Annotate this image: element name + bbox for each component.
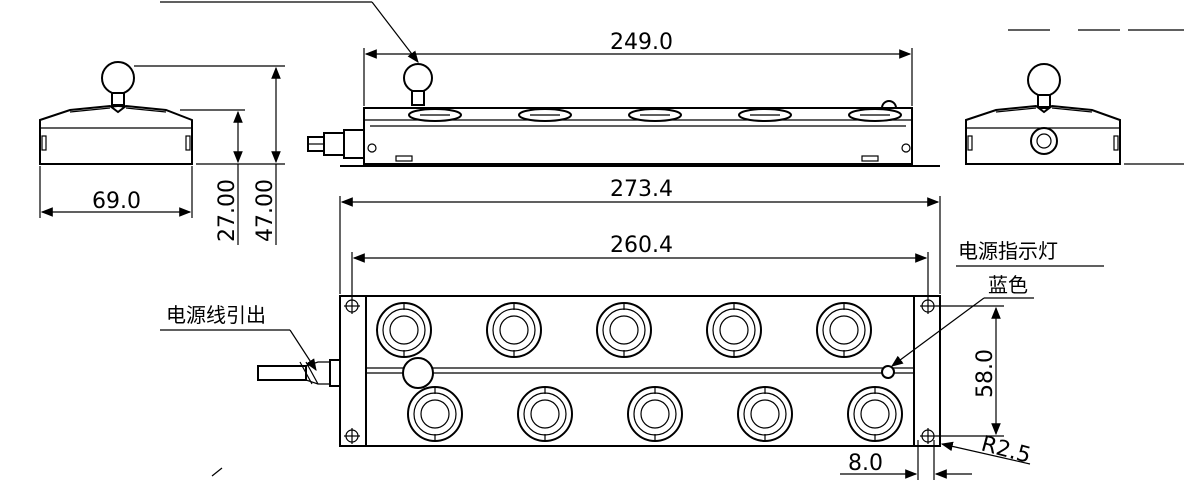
dim-depth: 58.0	[936, 305, 1004, 437]
power-cable	[257, 359, 341, 387]
button-knob	[486, 302, 542, 358]
button-knob	[627, 386, 683, 442]
dim-body-height: 27.00	[215, 110, 243, 245]
dim-overall-length: 249.0	[364, 30, 912, 59]
button-knob	[847, 386, 903, 442]
button-knob	[376, 302, 432, 358]
dim-side-width-text: 69.0	[92, 189, 141, 214]
button-knob	[517, 386, 573, 442]
button-knob	[407, 386, 463, 442]
joystick-ball	[402, 357, 434, 389]
left-side-view	[39, 61, 285, 218]
dim-side-width: 69.0	[40, 189, 192, 217]
button-row-top	[376, 302, 872, 358]
button-knob	[596, 302, 652, 358]
dim-corner-radius: R2.5	[940, 432, 1033, 469]
button-row-bottom	[407, 386, 903, 442]
dim-total-height: 47.00	[253, 66, 281, 245]
right-side-view	[965, 63, 1184, 165]
button-knob	[706, 302, 762, 358]
front-elevation-view	[307, 48, 940, 167]
dim-body-height-text: 27.00	[215, 179, 240, 242]
label-power-cable-text: 电源线引出	[166, 303, 266, 327]
label-power-cable: 电源线引出	[160, 303, 317, 372]
power-indicator-led	[881, 365, 895, 379]
dim-corner-radius-text: R2.5	[978, 432, 1033, 469]
fragment-line	[211, 467, 223, 477]
button-knob	[816, 302, 872, 358]
label-indicator-color-text: 蓝色	[988, 273, 1028, 297]
dim-hole-spacing: 260.4	[351, 233, 929, 298]
dim-total-height-text: 47.00	[253, 179, 278, 242]
dim-depth-text: 58.0	[973, 349, 998, 398]
dim-hole-offset: 8.0	[840, 440, 972, 480]
dim-base-length: 273.4	[339, 177, 941, 294]
label-power-indicator-text: 电源指示灯	[958, 239, 1058, 263]
front-view-knobs	[408, 108, 902, 122]
dim-hole-offset-text: 8.0	[848, 451, 883, 476]
dim-hole-spacing-text: 260.4	[610, 233, 673, 258]
label-power-indicator: 电源指示灯 蓝色	[891, 239, 1104, 367]
dim-base-length-text: 273.4	[610, 177, 673, 202]
dim-overall-length-text: 249.0	[610, 30, 673, 55]
button-knob	[737, 386, 793, 442]
top-leader-line	[160, 1, 419, 63]
plan-view	[257, 295, 941, 447]
mounting-holes	[344, 298, 936, 444]
